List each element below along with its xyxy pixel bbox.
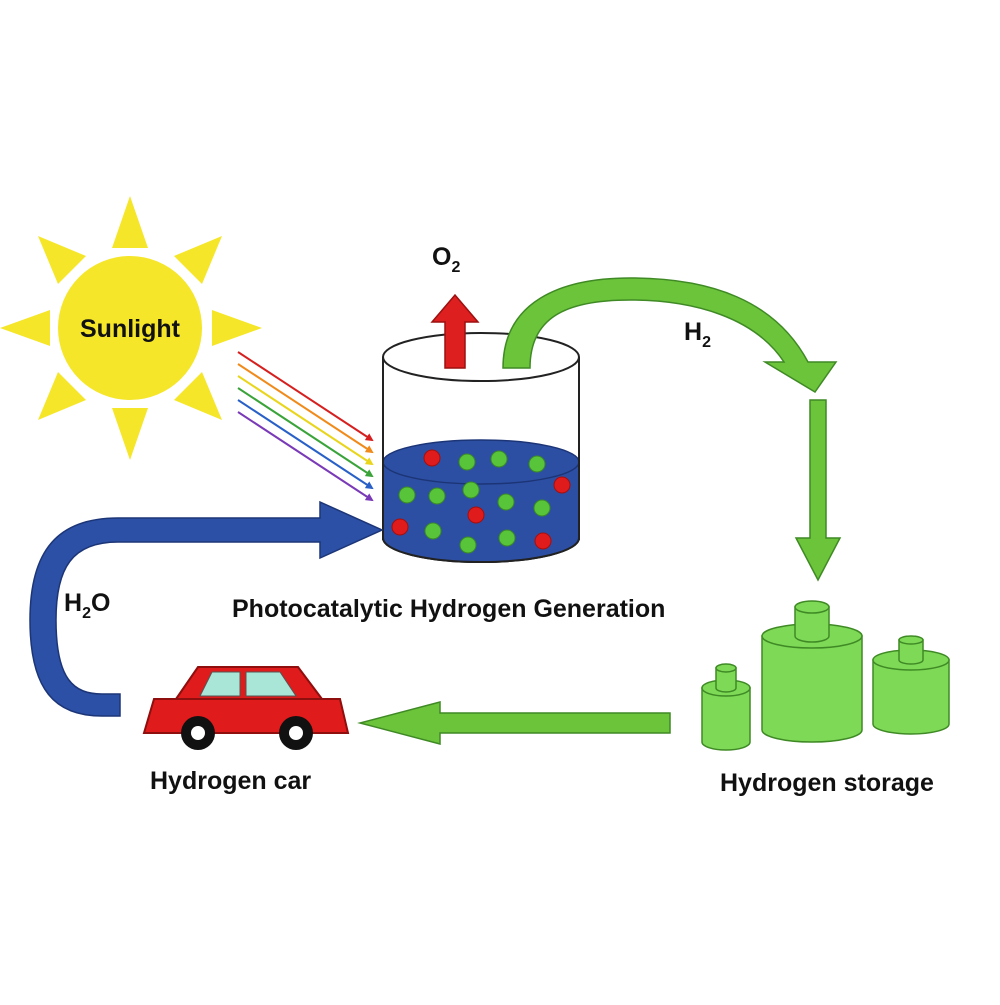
h2-label-base: H: [684, 318, 702, 346]
car-wheel-right: [279, 716, 313, 750]
hydrogen-arrow-curved: H2: [502, 277, 838, 394]
reactor-vessel: [382, 332, 580, 563]
particle-green: [497, 493, 515, 511]
particle-green: [498, 529, 516, 547]
light-ray-green: [237, 387, 374, 478]
water-return-arrow: H2O: [29, 500, 384, 717]
hydrogen-car-label: Hydrogen car: [150, 767, 311, 795]
particle-red: [467, 506, 485, 524]
particle-green: [458, 453, 476, 471]
car-window-right: [245, 671, 297, 697]
light-ray-blue: [237, 399, 374, 490]
particle-green: [533, 499, 551, 517]
particle-green: [528, 455, 546, 473]
light-ray-yellow: [237, 375, 374, 466]
hydrogen-arrow-to-car: [357, 701, 671, 745]
light-ray-red: [237, 351, 374, 442]
car-body: [142, 698, 350, 734]
light-rays: [237, 351, 374, 502]
oxygen-arrow: O2: [430, 243, 480, 369]
sun-rays: [0, 196, 262, 460]
vessel-rim: [382, 332, 580, 382]
water-surface: [382, 439, 580, 485]
particle-green: [428, 487, 446, 505]
h2-label-sub: 2: [702, 334, 711, 351]
photocatalytic-process-label: Photocatalytic Hydrogen Generation: [232, 595, 665, 623]
car-wheel-left: [181, 716, 215, 750]
tank-medium-right: [872, 635, 950, 735]
hydrogen-storage-label: Hydrogen storage: [720, 769, 934, 797]
particle-green: [490, 450, 508, 468]
light-ray-violet: [237, 411, 374, 502]
o2-label-base: O: [432, 243, 451, 271]
catalyst-particles: [391, 449, 571, 554]
particle-green: [424, 522, 442, 540]
particle-red: [391, 518, 409, 536]
hydrogen-car-icon: [142, 666, 350, 750]
light-ray-orange: [237, 363, 374, 454]
car-window-left: [199, 671, 241, 697]
h2-label: H2: [684, 318, 711, 351]
h2o-label: H2O: [64, 589, 110, 622]
hydrogen-arrow-down: [794, 399, 842, 582]
particle-red: [553, 476, 571, 494]
h2o-label-base: H: [64, 589, 82, 617]
hydrogen-storage-tanks: [701, 600, 950, 751]
particle-red: [534, 532, 552, 550]
sun-icon: Sunlight: [0, 196, 262, 460]
o2-label: O2: [432, 243, 460, 276]
h2o-label-rest: O: [91, 589, 110, 617]
sun-disc: [58, 256, 202, 400]
particle-green: [398, 486, 416, 504]
particle-red: [423, 449, 441, 467]
tank-large-middle: [761, 600, 863, 743]
particle-green: [459, 536, 477, 554]
o2-label-sub: 2: [451, 259, 460, 276]
sunlight-label: Sunlight: [80, 315, 181, 343]
h2o-label-sub: 2: [82, 605, 91, 622]
tank-small-left: [701, 663, 751, 751]
particle-green: [462, 481, 480, 499]
